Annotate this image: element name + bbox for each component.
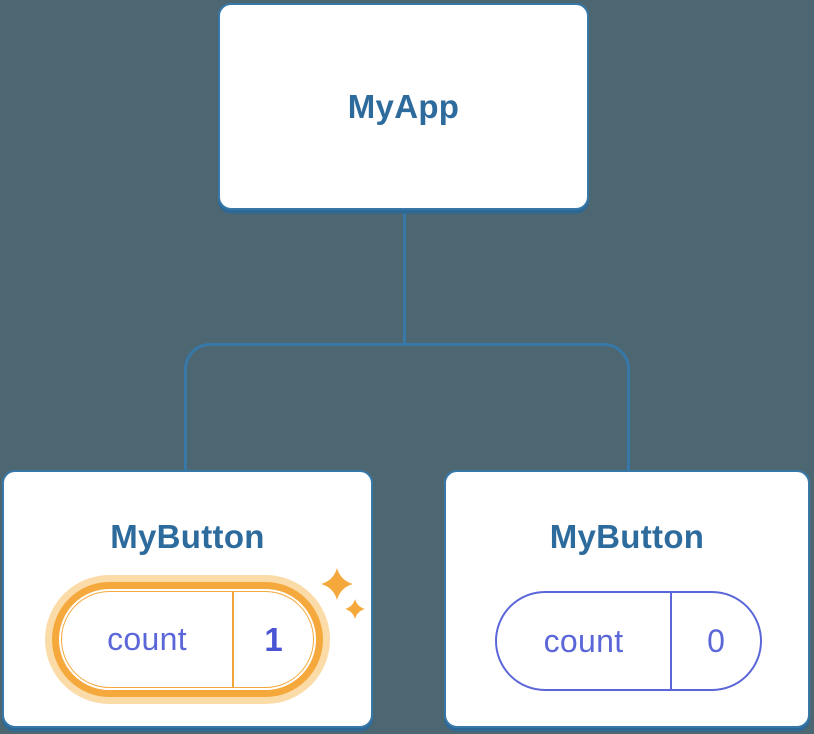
pill-divider: [232, 592, 234, 687]
component-name: MyApp: [347, 87, 460, 125]
component-name: MyButton: [110, 518, 265, 555]
state-pill-highlight-ring: count 1: [52, 582, 323, 697]
component-node-child-left: MyButton count 1: [2, 470, 373, 728]
tree-connector-branch: [184, 343, 630, 470]
state-key-label: count: [107, 621, 187, 657]
tree-connector-stem: [403, 210, 406, 344]
state-pill: count 0: [495, 591, 762, 691]
component-name: MyButton: [549, 518, 705, 555]
state-value: 0: [707, 622, 725, 659]
state-key-label: count: [543, 622, 624, 659]
state-value: 1: [264, 620, 283, 658]
sparkle-icon: [321, 568, 365, 619]
pill-divider: [670, 593, 672, 689]
component-node-root: MyApp: [218, 3, 589, 210]
state-pill-highlighted: count 1: [45, 575, 330, 704]
component-node-child-right: MyButton count 0: [444, 470, 810, 728]
